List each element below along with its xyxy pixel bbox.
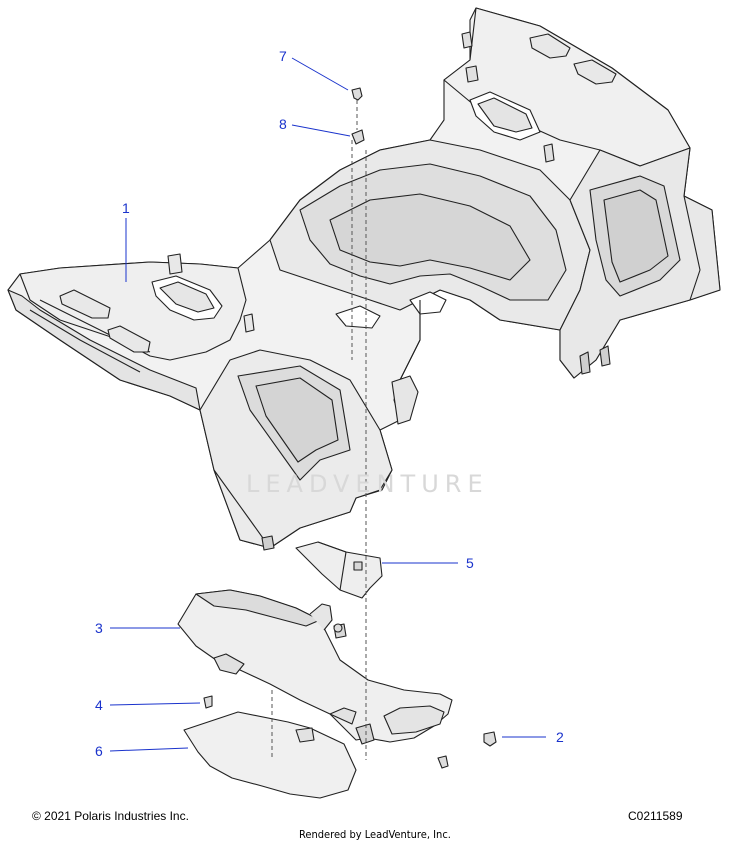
leader-lines [109,57,546,752]
mat-part-6 [183,711,357,799]
assembly-lines [271,100,367,760]
hardware-parts [203,87,497,769]
callout-7[interactable]: 7 [279,48,287,64]
copyright-text: © 2021 Polaris Industries Inc. [32,809,189,823]
rear-fender-part [7,7,721,551]
callout-2[interactable]: 2 [556,729,564,745]
bracket-part-5 [295,541,383,599]
callout-6[interactable]: 6 [95,743,103,759]
rendered-by-text: Rendered by LeadVenture, Inc. [299,828,451,841]
callout-1[interactable]: 1 [122,200,130,216]
callout-4[interactable]: 4 [95,697,103,713]
diagram-code: C0211589 [628,809,683,823]
lower-tray-part-3 [177,589,453,745]
callout-5[interactable]: 5 [466,555,474,571]
callout-8[interactable]: 8 [279,116,287,132]
callout-3[interactable]: 3 [95,620,103,636]
watermark: LEADVENTURE [246,470,489,498]
